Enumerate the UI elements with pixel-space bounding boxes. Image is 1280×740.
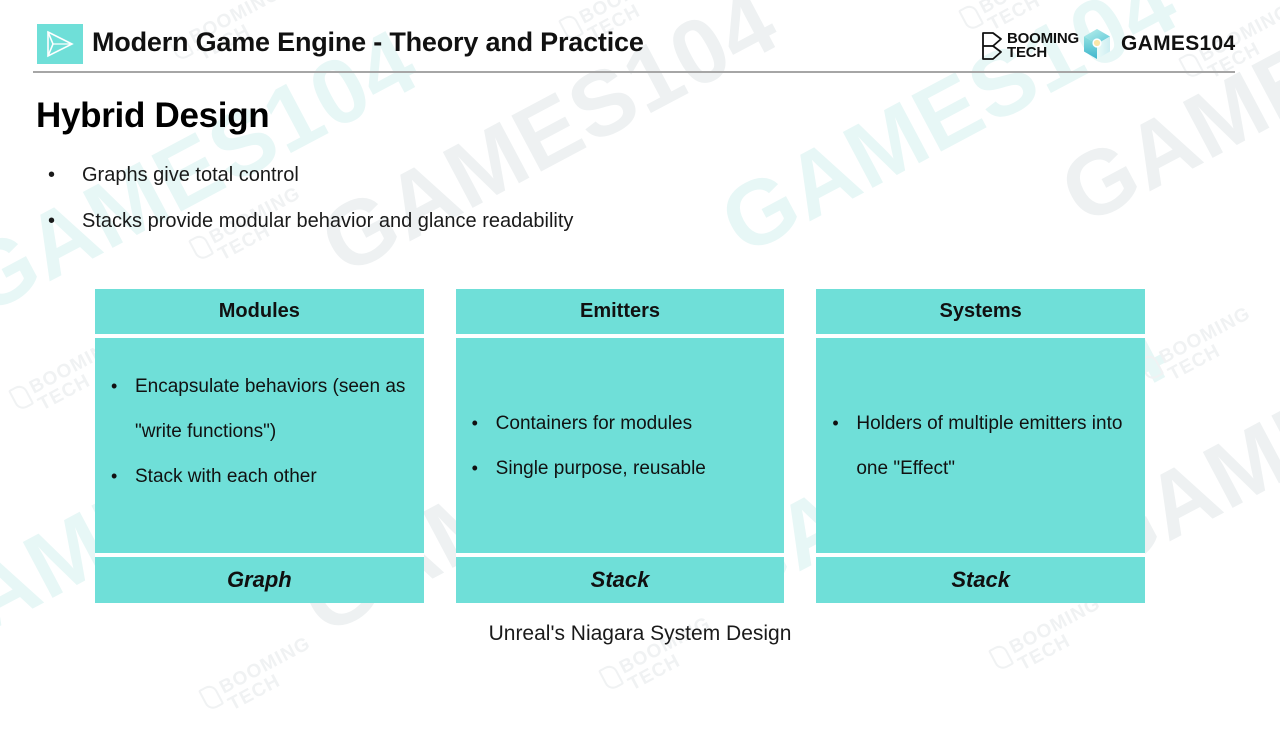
list-item-text: Stack with each other bbox=[135, 466, 317, 487]
column-footer: Stack bbox=[455, 557, 785, 603]
cell-divider bbox=[816, 334, 1146, 338]
column-header: Emitters bbox=[455, 289, 785, 334]
bullet-glyph: • bbox=[111, 376, 118, 396]
booming-b-mark-icon bbox=[597, 662, 625, 692]
table-column-systems: Systems • Holders of multiple emitters i… bbox=[816, 289, 1146, 603]
slide-header: Modern Game Engine - Theory and Practice… bbox=[0, 0, 1280, 78]
booming-tech-logo: BOOMING TECH bbox=[981, 31, 1079, 61]
column-footer: Stack bbox=[816, 557, 1146, 603]
column-footer: Graph bbox=[95, 557, 424, 603]
cell-divider bbox=[95, 553, 424, 557]
cell-divider bbox=[455, 553, 785, 557]
column-body: • Encapsulate behaviors (seen as "write … bbox=[95, 338, 424, 553]
booming-b-mark-icon bbox=[7, 382, 35, 412]
list-item: • Single purpose, reusable bbox=[466, 446, 773, 491]
bullet-glyph: • bbox=[471, 412, 478, 433]
cube-icon bbox=[1084, 29, 1110, 59]
header-title: Modern Game Engine - Theory and Practice bbox=[92, 27, 644, 57]
list-item: • Graphs give total control bbox=[44, 163, 573, 188]
niagara-table: Modules • Encapsulate behaviors (seen as… bbox=[95, 289, 1146, 603]
cell-divider bbox=[455, 334, 785, 338]
bullet-glyph: • bbox=[48, 164, 56, 186]
bullet-text: Graphs give total control bbox=[82, 164, 299, 186]
cell-divider bbox=[95, 334, 424, 338]
list-item-text: Holders of multiple emitters into one "E… bbox=[856, 412, 1123, 479]
booming-line-2: TECH bbox=[1007, 44, 1048, 61]
column-body: • Containers for modules • Single purpos… bbox=[455, 338, 785, 553]
cell-divider bbox=[816, 553, 1146, 557]
bullet-glyph: • bbox=[471, 457, 478, 478]
list-item: • Stack with each other bbox=[105, 454, 412, 499]
list-item: • Stacks provide modular behavior and gl… bbox=[44, 209, 573, 234]
table-caption: Unreal's Niagara System Design bbox=[488, 622, 792, 645]
games104-logo: GAMES104 bbox=[1082, 28, 1235, 60]
header-divider bbox=[33, 71, 1235, 73]
table-column-modules: Modules • Encapsulate behaviors (seen as… bbox=[95, 289, 424, 603]
column-header: Modules bbox=[95, 289, 424, 334]
games104-wordmark: GAMES104 bbox=[1121, 32, 1236, 55]
list-item: • Containers for modules bbox=[466, 401, 773, 446]
booming-tech-wordmark: BOOMING TECH bbox=[1007, 30, 1079, 61]
list-item: • Encapsulate behaviors (seen as "write … bbox=[105, 364, 412, 454]
booming-line-1: BOOMING bbox=[1007, 30, 1079, 47]
booming-b-mark-icon bbox=[197, 682, 225, 712]
table-column-emitters: Emitters • Containers for modules • Sing… bbox=[455, 289, 785, 603]
column-body: • Holders of multiple emitters into one … bbox=[816, 338, 1146, 553]
column-header: Systems bbox=[816, 289, 1146, 334]
booming-b-mark-icon bbox=[981, 31, 1003, 61]
list-item-text: Encapsulate behaviors (seen as "write fu… bbox=[135, 376, 406, 442]
list-item: • Holders of multiple emitters into one … bbox=[826, 401, 1133, 491]
bullet-list: • Graphs give total control • Stacks pro… bbox=[44, 163, 573, 255]
bullet-text: Stacks provide modular behavior and glan… bbox=[82, 210, 574, 232]
list-item-text: Containers for modules bbox=[495, 412, 693, 434]
bullet-glyph: • bbox=[111, 466, 118, 486]
play-triangle-icon bbox=[37, 24, 83, 64]
bullet-glyph: • bbox=[48, 210, 56, 232]
bullet-glyph: • bbox=[832, 412, 839, 433]
list-item-text: Single purpose, reusable bbox=[495, 457, 706, 479]
page-title: Hybrid Design bbox=[36, 96, 270, 135]
booming-b-mark-icon bbox=[987, 642, 1015, 672]
